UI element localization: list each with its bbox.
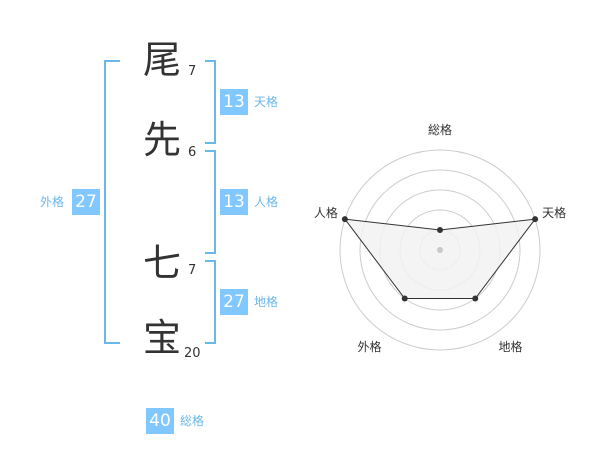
- radar-axis-label-2: 地格: [499, 339, 523, 354]
- name-char-4: 宝: [142, 316, 181, 360]
- jinkaku-bracket: [205, 150, 216, 254]
- radar-point-0: [437, 227, 443, 233]
- radar-ring-4: [359, 169, 521, 331]
- stroke-count-1: 7: [188, 64, 197, 79]
- radar-axis-label-1: 天格: [542, 205, 566, 220]
- radar-polygon: [343, 218, 537, 300]
- radar-axis-label-4: 人格: [314, 205, 338, 220]
- jinkaku-label: 人格: [254, 195, 279, 209]
- name-char-2: 先: [142, 118, 181, 162]
- chikaku-value-badge: 27: [220, 289, 248, 315]
- gaikaku-value-badge: 27: [72, 189, 100, 215]
- soukaku-value-badge: 40: [146, 408, 174, 434]
- name-char-1: 尾: [142, 38, 181, 82]
- tenkaku-value-badge: 13: [220, 89, 248, 115]
- radar-point-3: [401, 295, 408, 302]
- name-char-3: 七: [142, 241, 181, 285]
- gaikaku-label: 外格: [40, 195, 65, 209]
- stroke-count-2: 6: [188, 145, 197, 160]
- radar-point-2: [472, 295, 479, 302]
- jinkaku-value-badge: 13: [220, 189, 248, 215]
- chikaku-label: 地格: [254, 295, 279, 309]
- stroke-count-4: 20: [184, 346, 201, 361]
- tenkaku-label: 天格: [254, 95, 279, 109]
- radar-axis-label-3: 外格: [357, 339, 381, 354]
- radar-point-1: [532, 216, 539, 223]
- radar-center-dot: [437, 247, 443, 253]
- gaikaku-bracket: [104, 60, 120, 344]
- radar-ring-5: [339, 149, 541, 351]
- soukaku-label: 総格: [180, 414, 205, 428]
- stroke-count-3: 7: [188, 263, 197, 278]
- radar-point-4: [341, 216, 348, 223]
- chikaku-bracket: [205, 260, 216, 344]
- radar-axis-label-0: 総格: [428, 122, 452, 137]
- tenkaku-bracket: [205, 60, 216, 144]
